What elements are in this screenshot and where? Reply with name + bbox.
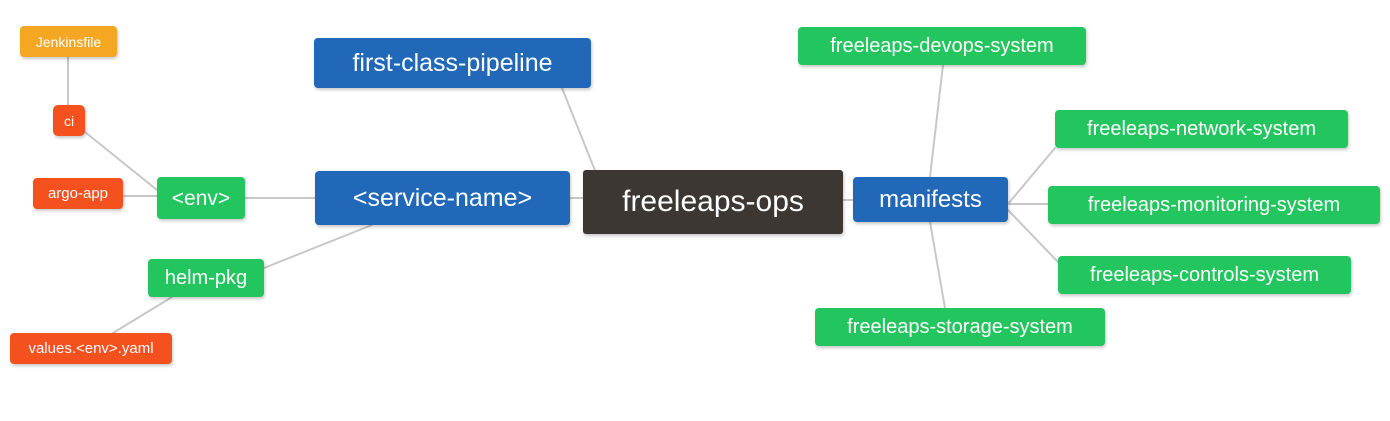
node-values-env-yaml[interactable]: values.<env>.yaml [10, 333, 172, 364]
node-first-class-pipeline[interactable]: first-class-pipeline [314, 38, 591, 88]
edge-manifests-devops [929, 64, 944, 178]
node-jenkinsfile[interactable]: Jenkinsfile [20, 26, 117, 57]
edge-manifests-storage [929, 221, 946, 309]
node-env[interactable]: <env> [157, 177, 245, 219]
node-freeleaps-monitoring-system[interactable]: freeleaps-monitoring-system [1048, 186, 1380, 224]
node-ci[interactable]: ci [53, 105, 85, 136]
node-service-name[interactable]: <service-name> [315, 171, 570, 225]
node-manifests[interactable]: manifests [853, 177, 1008, 222]
node-argo-app[interactable]: argo-app [33, 178, 123, 209]
node-freeleaps-devops-system[interactable]: freeleaps-devops-system [798, 27, 1086, 65]
node-helm-pkg[interactable]: helm-pkg [148, 259, 264, 297]
node-freeleaps-network-system[interactable]: freeleaps-network-system [1055, 110, 1348, 148]
node-freeleaps-storage-system[interactable]: freeleaps-storage-system [815, 308, 1105, 346]
edge-root-first-class-pipeline [561, 87, 599, 179]
edge-helm-pkg-values [112, 296, 173, 334]
node-freeleaps-ops[interactable]: freeleaps-ops [583, 170, 843, 234]
edge-service-name-helm-pkg [263, 224, 373, 269]
node-freeleaps-controls-system[interactable]: freeleaps-controls-system [1058, 256, 1351, 294]
